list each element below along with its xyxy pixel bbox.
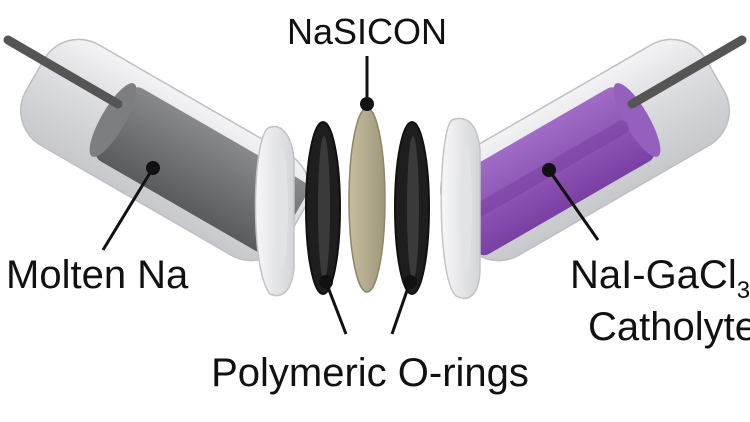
catholyte-formula: NaI-GaCl — [570, 253, 737, 297]
molten-na-label: Molten Na — [6, 253, 189, 297]
left-o-ring — [305, 121, 341, 295]
catholyte-label-line2: Catholyte — [588, 305, 750, 349]
molten-na-callout — [101, 161, 160, 251]
o-rings-label: Polymeric O-rings — [211, 351, 529, 395]
catholyte-formula-subscript: 3 — [737, 277, 750, 304]
left-electrode-rod — [3, 35, 123, 109]
nasicon-label: NaSICON — [287, 11, 447, 52]
catholyte-callout — [542, 163, 600, 241]
nasicon-disc — [348, 107, 386, 293]
right-o-ring — [394, 121, 430, 295]
o-ring-callouts — [319, 275, 417, 335]
right-flange — [440, 117, 481, 299]
right-electrode-rod — [627, 35, 747, 109]
catholyte-label-line1: NaI-GaCl3 — [570, 253, 750, 304]
left-flange — [254, 125, 295, 297]
nasicon-callout — [360, 56, 374, 111]
